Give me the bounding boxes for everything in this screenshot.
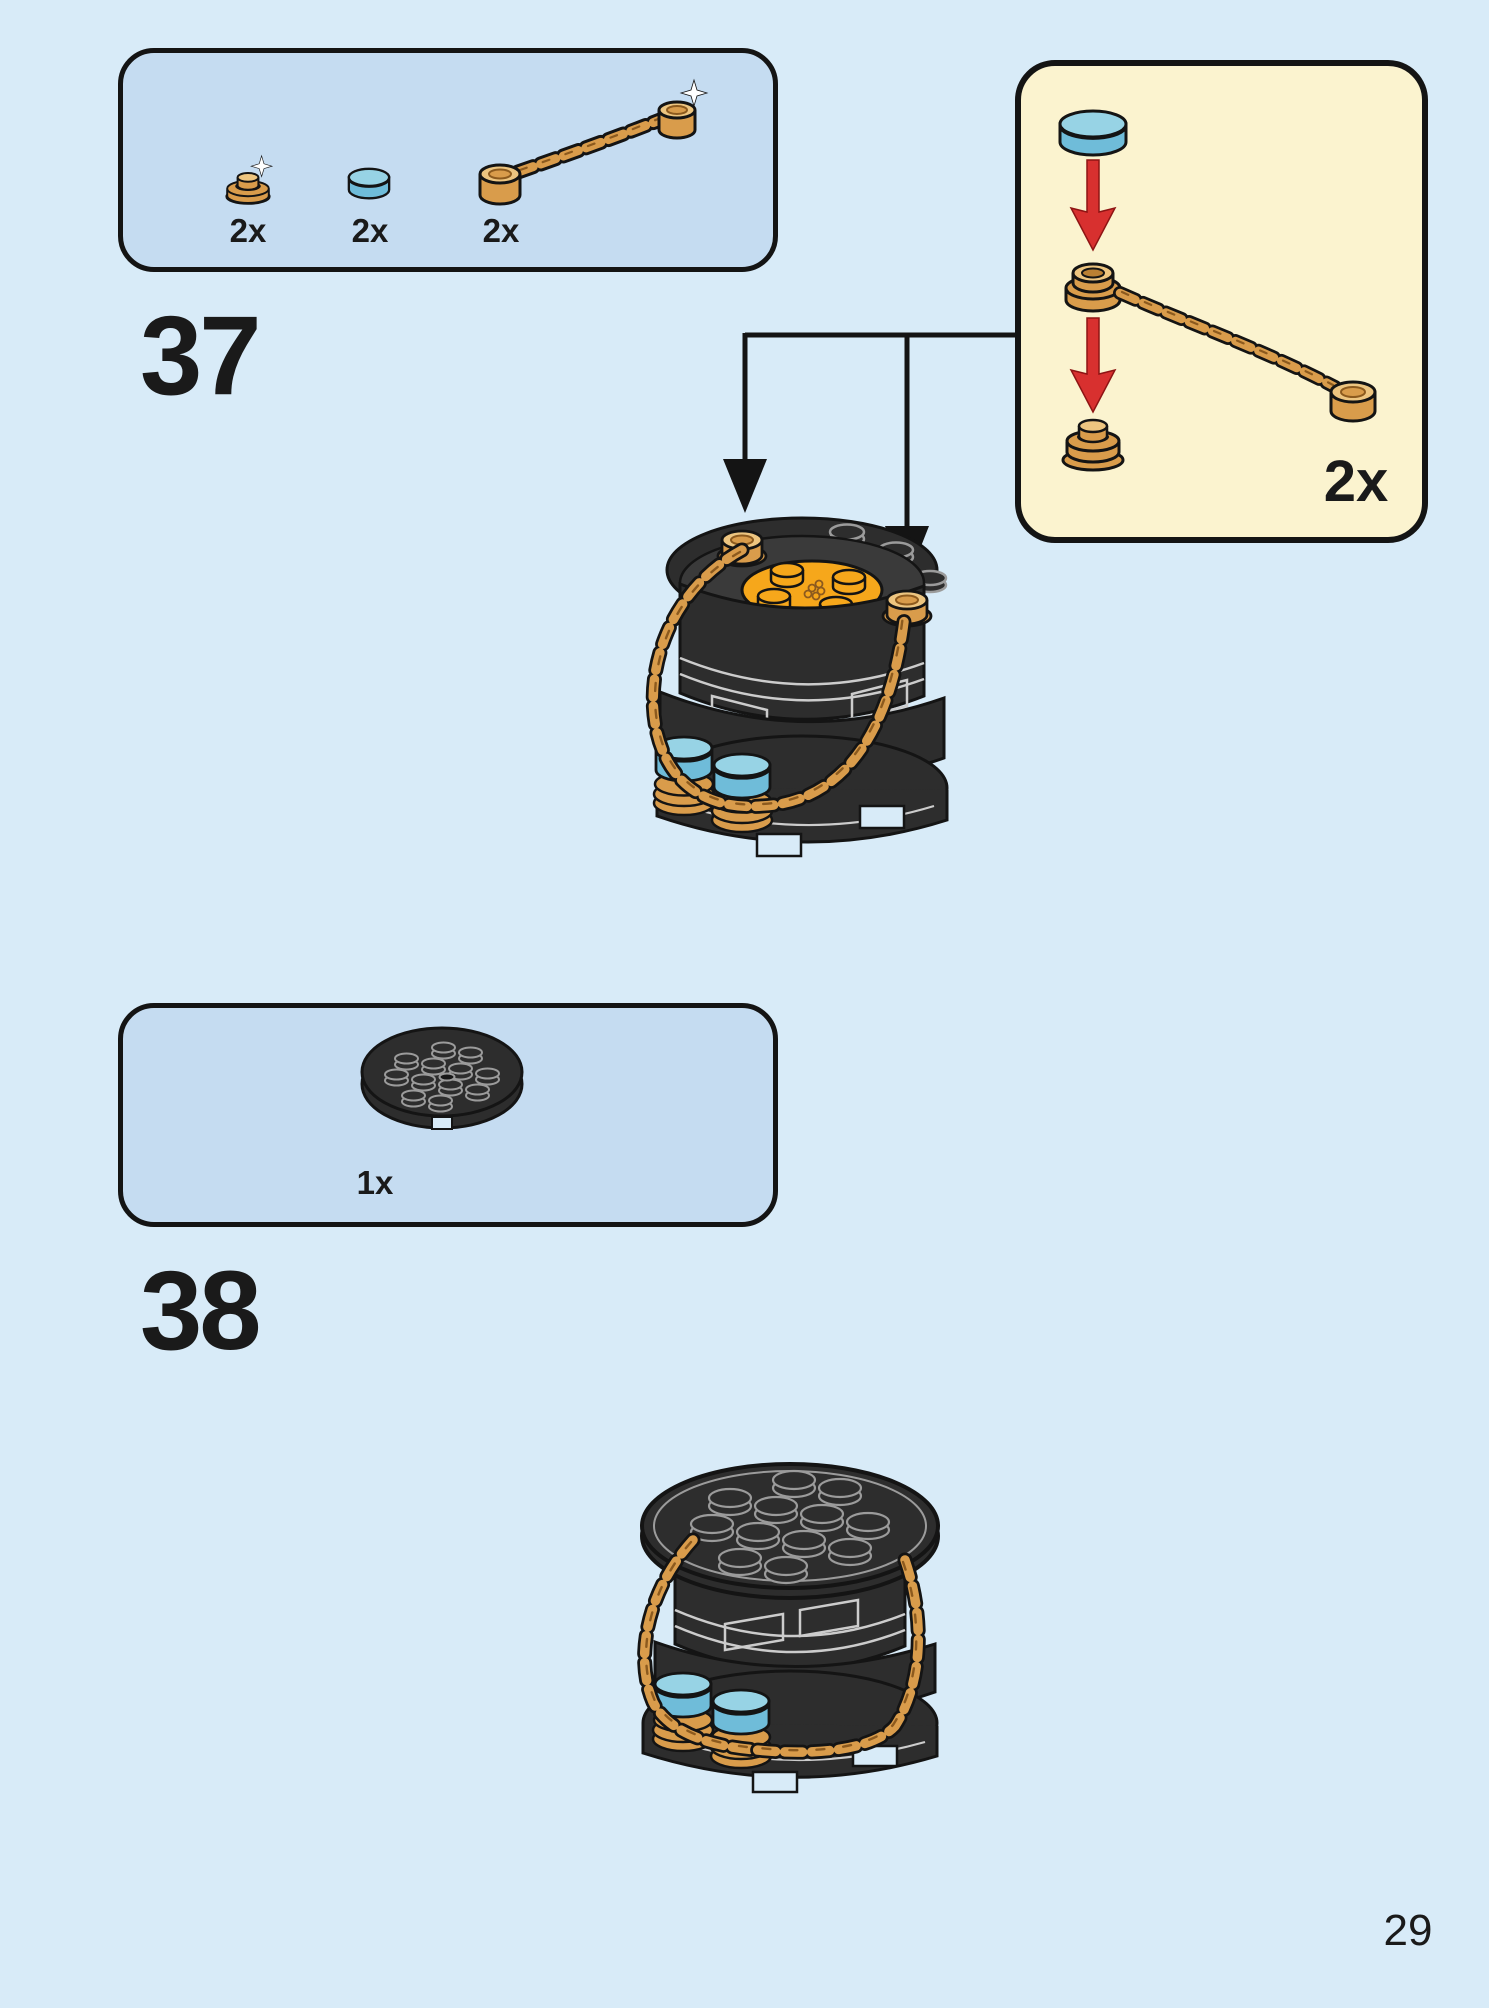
step-38-model-illustration <box>637 1462 940 1794</box>
flower-decoration <box>803 579 826 601</box>
red-down-arrow <box>1069 159 1117 252</box>
step-37-model-illustration <box>645 516 949 858</box>
part-count-label: 1x <box>356 1164 394 1201</box>
part-count-label: 2x <box>229 212 267 249</box>
part-count-label: 2x <box>482 212 520 249</box>
sparkle-icon <box>679 78 709 108</box>
step-37-number: 37 <box>140 293 262 418</box>
part-count-label: 2x <box>351 212 389 249</box>
black-round-plate-icon <box>360 1026 524 1130</box>
chain-subassembly-illustration <box>1058 109 1377 472</box>
gold-chain-icon <box>478 78 709 206</box>
red-down-arrow <box>1069 317 1117 414</box>
step-37-parts-box <box>118 48 778 272</box>
plate-studs <box>689 1469 891 1585</box>
gold-round-plate-icon <box>225 154 274 205</box>
step-38-number: 38 <box>140 1248 262 1373</box>
callout-count-label: 2x <box>1323 449 1389 514</box>
page-number: 29 <box>1383 1906 1433 1955</box>
azure-round-tile-icon <box>347 167 391 200</box>
foot-assembly <box>710 752 774 834</box>
sparkle-icon <box>250 154 274 178</box>
plate-studs <box>384 1041 500 1113</box>
